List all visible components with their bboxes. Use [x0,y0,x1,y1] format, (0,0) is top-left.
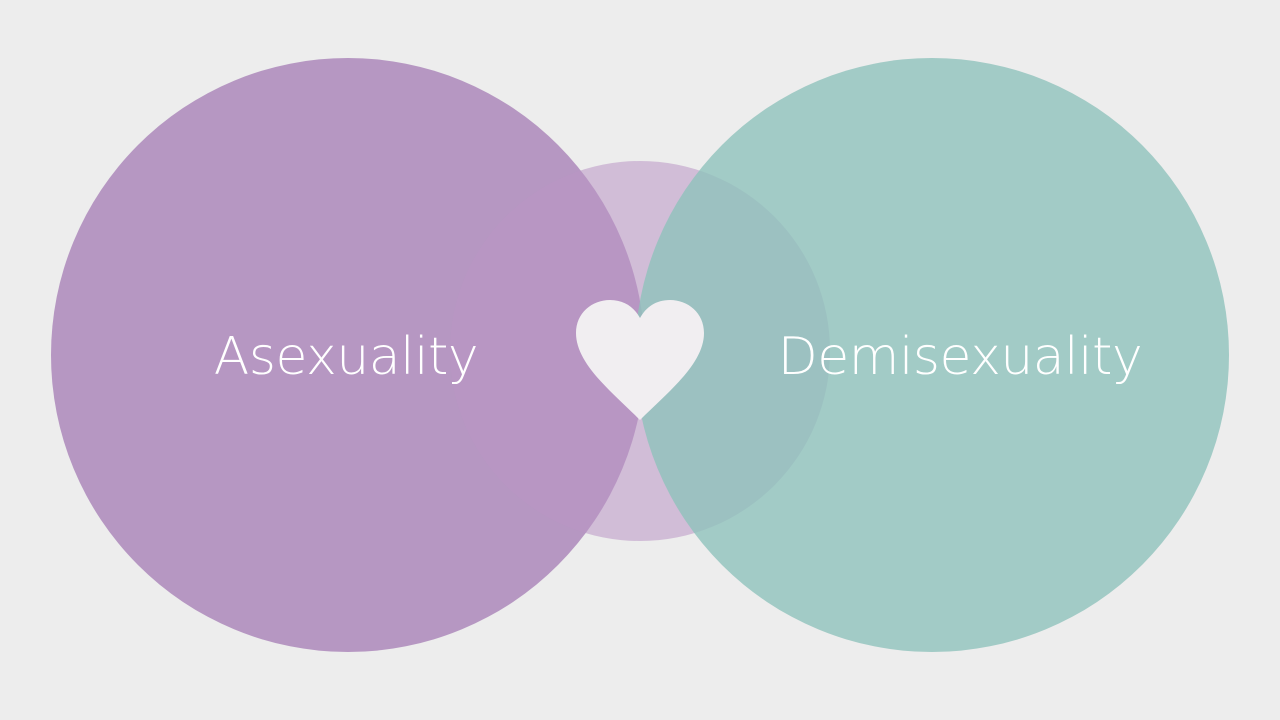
asexuality-circle [51,58,645,652]
demisexuality-circle [635,58,1229,652]
demisexuality-label: Demisexuality [778,327,1142,387]
heart-icon [576,300,704,420]
asexuality-label: Asexuality [214,327,478,387]
